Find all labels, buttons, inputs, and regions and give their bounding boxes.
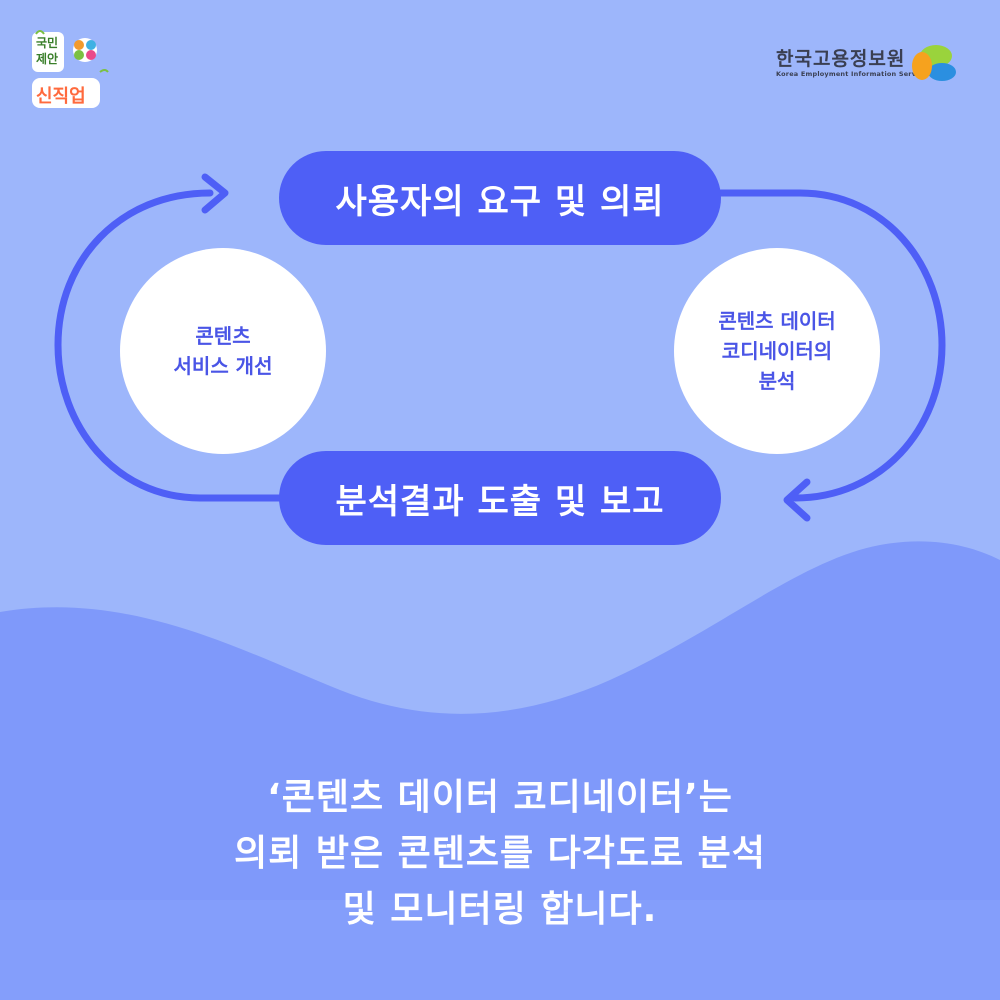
step-service-improvement-line-2: 서비스 개선 <box>173 354 273 378</box>
step-service-improvement-line-1: 콘텐츠 <box>195 324 251 348</box>
step-analysis-report: 분석결과 도출 및 보고 <box>279 451 721 545</box>
national-proposal-new-job-logo: 국민 제안 신직업 <box>30 26 110 110</box>
logo-line-2: 제안 <box>36 52 59 66</box>
caption-line-1: ‘콘텐츠 데이터 코디네이터’는 <box>267 777 733 818</box>
step-service-improvement: 콘텐츠 서비스 개선 <box>120 248 326 454</box>
step-coordinator-analysis-line-2: 코디네이터의 <box>721 339 833 363</box>
caption-line-3: 및 모니터링 합니다. <box>342 889 658 930</box>
logo-line-1: 국민 <box>36 36 59 50</box>
keis-logo: 한국고용정보원 Korea Employment Information Ser… <box>768 40 958 88</box>
step-user-request: 사용자의 요구 및 의뢰 <box>279 151 721 245</box>
keis-name: 한국고용정보원 <box>776 48 906 70</box>
right-cycle-arrow <box>717 189 946 502</box>
left-cycle-arrow <box>54 189 283 502</box>
right-arrowhead-icon <box>783 478 811 522</box>
left-arrowhead-icon <box>201 173 229 214</box>
description-caption: ‘콘텐츠 데이터 코디네이터’는 의뢰 받은 콘텐츠를 다각도로 분석 및 모니… <box>0 770 1000 938</box>
step-coordinator-analysis-line-3: 분석 <box>758 369 796 393</box>
caption-line-2: 의뢰 받은 콘텐츠를 다각도로 분석 <box>234 833 766 874</box>
logo-line-3: 신직업 <box>36 86 86 107</box>
step-coordinator-analysis: 콘텐츠 데이터 코디네이터의 분석 <box>674 248 880 454</box>
step-coordinator-analysis-line-1: 콘텐츠 데이터 <box>718 309 836 333</box>
keis-mark-icon <box>912 45 956 81</box>
keis-subtitle: Korea Employment Information Service <box>776 70 928 78</box>
